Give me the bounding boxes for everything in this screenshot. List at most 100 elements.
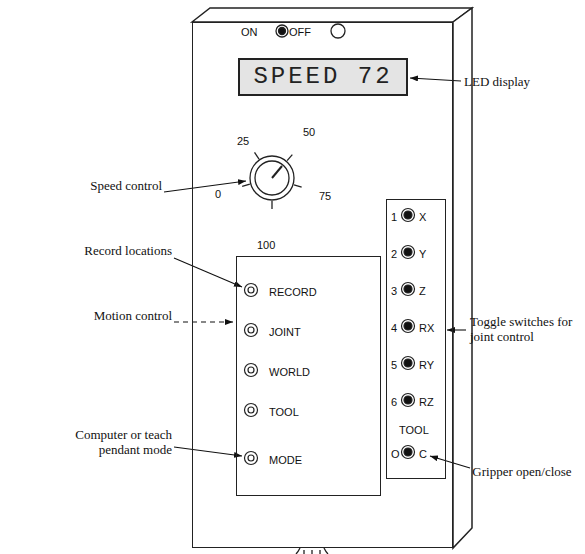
dial-label: 75 <box>319 189 331 203</box>
button-ring <box>245 324 258 337</box>
callout-label: Motion control <box>60 308 172 323</box>
toggle-base <box>402 283 415 296</box>
toggle-lever <box>404 359 412 367</box>
joint-toggles <box>402 209 415 459</box>
toggle-base <box>402 357 415 370</box>
callout-label: Toggle switches for joint control <box>470 314 578 344</box>
switch-label: 6 <box>391 395 397 409</box>
switch-label: Z <box>419 284 426 298</box>
button-cap <box>248 455 254 461</box>
led-display: SPEED 72 <box>238 58 408 96</box>
text-slot: 25 <box>237 134 249 148</box>
toggle-base <box>402 394 415 407</box>
text-slot: RX <box>419 321 434 335</box>
leader-arrow <box>174 447 242 456</box>
cable-edge <box>324 548 328 554</box>
button-label: JOINT <box>269 325 301 339</box>
callout-slot: Speed control <box>70 178 162 193</box>
switch-label: O <box>391 447 400 461</box>
dial-ring <box>255 161 289 195</box>
text-slot: RECORD <box>269 285 317 299</box>
dial-tick <box>287 155 292 161</box>
text-slot: WORLD <box>269 365 310 379</box>
dial-tick <box>271 201 272 209</box>
text-slot: 3 <box>391 284 397 298</box>
cable <box>296 548 328 554</box>
switch-label: 3 <box>391 284 397 298</box>
text-slot: OFF <box>289 25 311 39</box>
toggle-lever <box>404 285 412 293</box>
switch-label: Y <box>419 247 426 261</box>
button-ring <box>245 452 258 465</box>
callout-slot: Computer or teach pendant mode <box>72 427 172 457</box>
dial-tick <box>254 152 259 159</box>
button-cap <box>248 327 254 333</box>
button-ring <box>245 284 258 297</box>
callout-label: Computer or teach pendant mode <box>72 427 172 457</box>
button-label: WORLD <box>269 365 310 379</box>
switch-label: TOOL <box>399 423 429 437</box>
switch-label: RZ <box>419 395 434 409</box>
button-label: RECORD <box>269 285 317 299</box>
leader-lines <box>164 78 470 468</box>
callout-slot: Toggle switches for joint control <box>470 314 578 344</box>
toggle-lever <box>279 28 286 35</box>
leader-arrow <box>410 78 461 81</box>
dial-tick <box>294 185 302 187</box>
callout-slot: LED display <box>464 74 579 89</box>
toggle-lever <box>404 322 412 330</box>
callout-label: Record locations <box>60 243 172 258</box>
text-slot: 50 <box>303 125 315 139</box>
leader-arrow <box>447 329 466 330</box>
callout-label: Gripper open/close <box>472 464 572 479</box>
text-slot: RY <box>419 358 434 372</box>
callout-slot: Record locations <box>60 243 172 258</box>
text-slot: O <box>391 447 400 461</box>
text-slot: 5 <box>391 358 397 372</box>
display-readout: SPEED 72 <box>253 63 392 91</box>
indicator-light <box>331 24 345 38</box>
dial-label: 100 <box>257 238 275 252</box>
callout-label: LED display <box>464 74 579 89</box>
button-ring <box>245 404 258 417</box>
toggle-base <box>402 320 415 333</box>
text-slot: TOOL <box>399 423 429 437</box>
text-slot: RZ <box>419 395 434 409</box>
dial-label: 50 <box>303 125 315 139</box>
toggle-lever <box>404 211 412 219</box>
push-buttons <box>245 284 258 465</box>
text-slot: ON <box>241 25 258 39</box>
toggle-lever <box>404 396 412 404</box>
switch-label: 2 <box>391 247 397 261</box>
text-slot: X <box>419 210 426 224</box>
button-cap <box>248 287 254 293</box>
dial-label: 0 <box>215 187 221 201</box>
motion-button-panel: RECORD JOINT WORLD TOOL MODE <box>236 256 381 496</box>
dial-knob <box>250 156 294 200</box>
text-slot: MODE <box>269 453 302 467</box>
switch-label: C <box>419 447 427 461</box>
switch-label: RX <box>419 321 434 335</box>
text-slot: 4 <box>391 321 397 335</box>
switch-label: RY <box>419 358 434 372</box>
dial-label: 25 <box>237 134 249 148</box>
dial-tick <box>242 184 250 186</box>
housing-top <box>192 8 472 22</box>
toggle-lever <box>404 448 412 456</box>
toggle-base <box>402 246 415 259</box>
text-slot: JOINT <box>269 325 301 339</box>
button-ring <box>245 364 258 377</box>
text-slot: TOOL <box>269 405 299 419</box>
leader-arrow <box>174 258 242 287</box>
callout-slot: Gripper open/close <box>472 464 572 479</box>
text-slot: 100 <box>257 238 275 252</box>
toggle-base <box>402 446 415 459</box>
switch-label: X <box>419 210 426 224</box>
speed-dial <box>242 152 301 209</box>
housing-faces <box>192 8 472 548</box>
cable-texture <box>304 550 320 554</box>
pendant-housing: SPEED 72RECORDJOINTWORLDTOOLMODE1X2Y3Z4R… <box>192 22 453 548</box>
leader-arrow <box>164 181 246 192</box>
joint-toggle-panel: 1X2Y3Z4RX5RY6RZTOOLOC <box>386 199 446 479</box>
cable-edge <box>296 548 300 554</box>
